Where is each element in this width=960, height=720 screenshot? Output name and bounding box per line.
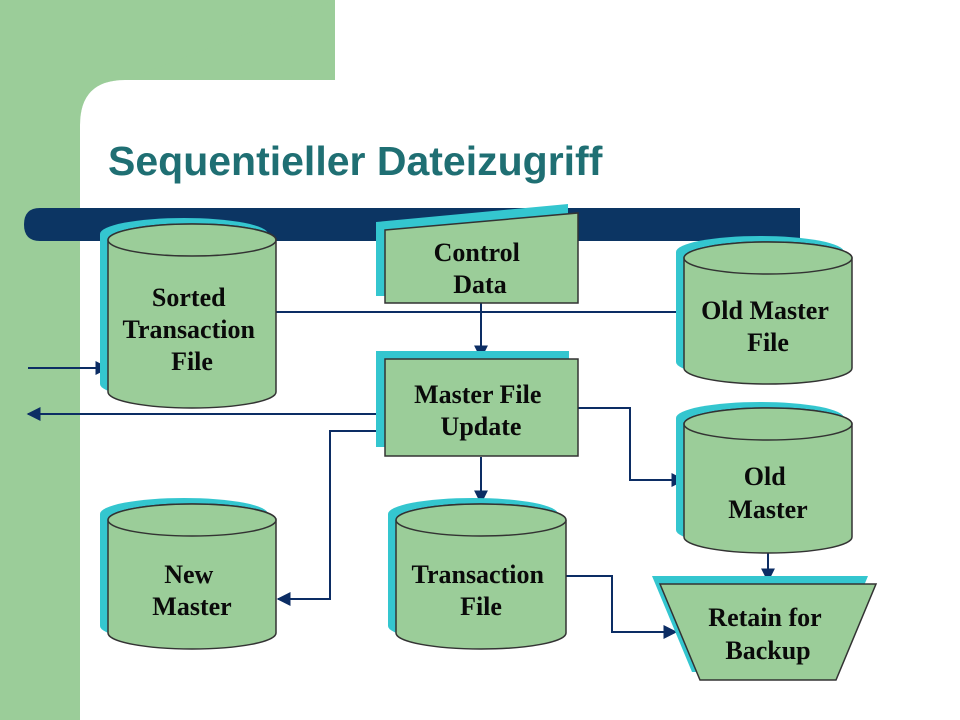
left-band <box>0 0 80 720</box>
label-line: Transaction <box>123 315 256 344</box>
old-master-file-node: Old Master File <box>676 236 853 385</box>
band-top-fill <box>125 0 335 80</box>
label-line: Master <box>152 592 231 621</box>
label-line: New <box>164 560 213 589</box>
cylinder-top <box>683 241 853 275</box>
sorted-transaction-file-label: Sorted Transaction File <box>123 283 262 376</box>
transaction-file-node: Transaction File <box>388 498 567 650</box>
retain-for-backup-label: Retain for Backup <box>708 603 827 665</box>
label-line: File <box>747 328 789 357</box>
connector-transaction-to-backup <box>566 575 678 639</box>
band-corner <box>80 80 335 125</box>
connector-update-to-newmaster <box>276 430 385 606</box>
label-line: Update <box>441 412 522 441</box>
label-line: Old Master <box>701 296 828 325</box>
cylinder-top <box>683 407 853 441</box>
old-master-file-label: Old Master File <box>701 296 835 357</box>
old-master-label: Old Master <box>728 462 807 524</box>
label-line: Control <box>434 238 520 267</box>
label-line: Transaction <box>412 560 545 589</box>
transaction-file-label: Transaction File <box>412 560 551 621</box>
label-line: Data <box>453 270 506 299</box>
cylinder-top <box>395 503 567 537</box>
page-title: Sequentieller Dateizugriff <box>108 138 603 184</box>
trapezoid-shape <box>658 583 878 681</box>
master-file-update-label: Master File Update <box>414 380 548 441</box>
sorted-transaction-file-node: Sorted Transaction File <box>100 218 277 409</box>
new-master-node: New Master <box>100 498 277 650</box>
label-line: Master File <box>414 380 541 409</box>
label-line: Master <box>728 495 807 524</box>
label-line: Backup <box>725 636 810 665</box>
connectors <box>26 303 775 639</box>
label-line: Sorted <box>152 283 226 312</box>
retain-for-backup-node: Retain for Backup <box>652 576 878 681</box>
master-file-update-node: Master File Update <box>376 351 579 457</box>
label-line: Old <box>744 462 786 491</box>
label-line: Retain for <box>708 603 821 632</box>
label-line: File <box>460 592 502 621</box>
cylinder-top <box>107 503 277 537</box>
background-decoration <box>0 0 800 720</box>
old-master-node: Old Master <box>676 402 853 554</box>
control-data-shape <box>384 212 579 304</box>
control-data-node: Control Data <box>376 204 579 304</box>
control-data-label: Control Data <box>434 238 527 299</box>
connector-update-to-old <box>578 407 686 487</box>
label-line: File <box>171 347 213 376</box>
new-master-label: New Master <box>152 560 231 621</box>
cylinder-top <box>107 223 277 257</box>
band-corner-fill <box>80 80 125 125</box>
process-box <box>384 358 579 457</box>
